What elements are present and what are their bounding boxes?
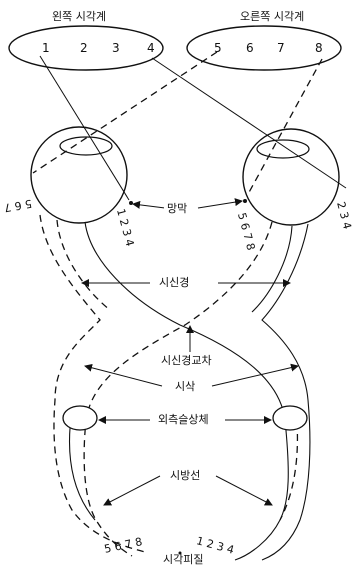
retina-arrow-right bbox=[197, 198, 243, 209]
ray-right-field-to-right-eye bbox=[246, 58, 323, 197]
optic-radiation-label: 시방선 bbox=[167, 470, 204, 481]
right-eye-lens bbox=[256, 139, 310, 159]
right-eye bbox=[242, 128, 340, 226]
left-eye bbox=[30, 126, 128, 224]
right-field-number-5: 5 bbox=[214, 41, 222, 55]
ray-left-field-to-left-eye bbox=[39, 55, 130, 201]
retina-label: 망막 bbox=[164, 203, 191, 214]
optic-tract-label: 시삭 bbox=[172, 381, 199, 392]
optic-nerve-label: 시신경 bbox=[156, 277, 193, 288]
right-field-number-8: 8 bbox=[315, 41, 323, 55]
optic-tract-arrow-left bbox=[84, 363, 163, 387]
right-visual-field-title: 오른쪽 시각계 bbox=[240, 10, 305, 23]
right-visual-field-ellipse bbox=[186, 25, 342, 71]
left-field-number-2: 2 bbox=[80, 41, 88, 55]
right-dashed-pathway bbox=[83, 221, 273, 557]
visual-cortex-label: 시각피질 bbox=[163, 553, 204, 566]
left-field-number-4: 4 bbox=[147, 41, 155, 55]
left-solid-pathway bbox=[84, 221, 289, 561]
lgn-label: 외측슬상체 bbox=[155, 414, 212, 425]
right-lgn bbox=[272, 405, 308, 431]
left-lgn bbox=[62, 405, 98, 431]
right-retina-point bbox=[243, 199, 247, 203]
optic-radiation-arrow-left bbox=[103, 475, 161, 506]
right-outer-solid-pathway bbox=[261, 223, 311, 561]
right-field-number-6: 6 bbox=[246, 41, 254, 55]
optic-radiation-arrow-right bbox=[215, 475, 273, 506]
left-eye-lens bbox=[59, 136, 113, 156]
optic-tract-arrow-right bbox=[211, 363, 299, 387]
optic-chiasm-label: 시신경교차 bbox=[158, 355, 215, 366]
left-field-number-1: 1 bbox=[42, 41, 50, 55]
left-outer-dashed-pathway bbox=[39, 214, 146, 553]
right-inner-solid-pathway bbox=[251, 225, 293, 313]
cortex-center-dot bbox=[178, 551, 182, 555]
ray-right-field-to-left-eye bbox=[32, 51, 218, 174]
left-visual-field-ellipse bbox=[8, 25, 164, 71]
retina-arrow-left bbox=[132, 200, 166, 209]
right-field-number-7: 7 bbox=[277, 41, 285, 55]
ray-left-field-to-right-eye bbox=[151, 57, 347, 189]
left-visual-field-title: 왼쪽 시각계 bbox=[52, 10, 107, 23]
left-inner-dashed-pathway bbox=[56, 219, 111, 311]
left-retina-point bbox=[129, 201, 133, 205]
left-field-number-3: 3 bbox=[112, 41, 120, 55]
